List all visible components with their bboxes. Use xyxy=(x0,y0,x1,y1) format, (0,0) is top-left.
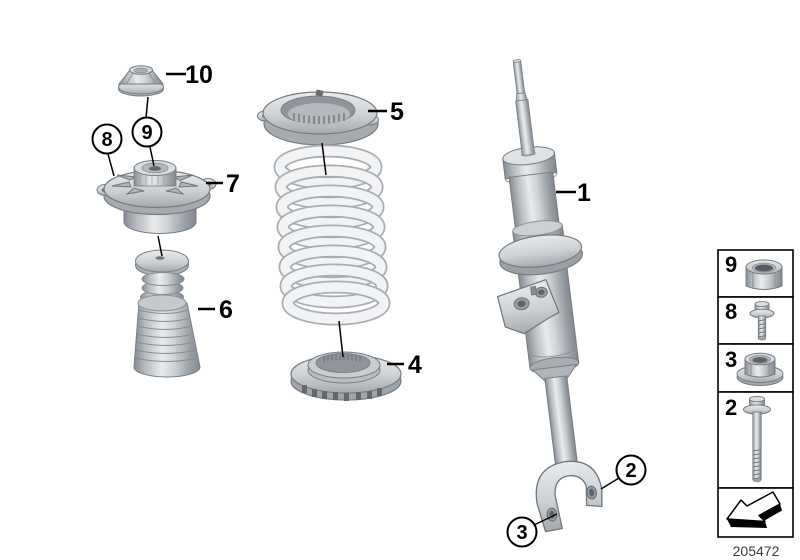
legend-item-3[interactable]: 3 xyxy=(717,343,794,393)
shock-absorber-strut xyxy=(496,59,603,533)
piston-rod xyxy=(512,59,536,157)
callout-9[interactable]: 9 xyxy=(131,116,163,148)
svg-text:9: 9 xyxy=(141,122,152,144)
label-dashes xyxy=(166,72,576,366)
cap-nut xyxy=(117,65,165,97)
legend-item-9[interactable]: 9 xyxy=(717,249,794,298)
mounting-bracket xyxy=(496,279,560,335)
strut-cap xyxy=(502,146,558,185)
svg-text:3: 3 xyxy=(725,347,737,372)
callout-6[interactable]: 6 xyxy=(219,296,233,324)
svg-text:8: 8 xyxy=(101,129,112,151)
callout-1[interactable]: 1 xyxy=(577,179,591,207)
callout-4[interactable]: 4 xyxy=(408,351,422,379)
pad-castellation xyxy=(302,385,382,401)
thread-lines xyxy=(752,449,762,480)
direction-arrow-icon xyxy=(726,491,782,528)
svg-text:2: 2 xyxy=(725,395,737,420)
callout-2[interactable]: 2 xyxy=(615,454,647,486)
strut-lower-tube xyxy=(532,364,578,467)
upper-spring-seat xyxy=(257,89,379,146)
callout-3[interactable]: 3 xyxy=(506,516,538,548)
lock-nut-icon xyxy=(745,259,783,290)
svg-text:8: 8 xyxy=(725,299,737,324)
thread-lines xyxy=(758,319,766,338)
lower-spring-pad xyxy=(290,351,402,401)
boot-ribs xyxy=(134,309,199,363)
svg-text:9: 9 xyxy=(725,252,737,277)
coil-spring xyxy=(273,144,391,326)
callout-8[interactable]: 8 xyxy=(91,123,123,155)
svg-text:2: 2 xyxy=(625,460,636,482)
callout-5[interactable]: 5 xyxy=(390,98,404,126)
doc-number: 205472 xyxy=(733,543,780,559)
legend-item-2[interactable]: 2 xyxy=(717,391,794,489)
spring-perch-flange xyxy=(498,234,583,276)
callout-10[interactable]: 10 xyxy=(185,61,213,89)
support-bearing xyxy=(96,160,217,234)
seat-ratchet-teeth xyxy=(293,113,345,124)
dust-boot xyxy=(133,249,201,378)
legend-item-8[interactable]: 8 xyxy=(717,296,794,345)
pad-knurl xyxy=(323,353,361,362)
flange-bolt-short-icon xyxy=(749,300,775,341)
flange-bolt-long-icon xyxy=(743,395,771,483)
legend-item-arrow[interactable] xyxy=(717,487,794,538)
callout-lines xyxy=(107,96,620,526)
fastener-legend: 9 8 xyxy=(717,249,794,559)
flange-nut-icon xyxy=(736,352,784,386)
callout-7[interactable]: 7 xyxy=(226,170,240,198)
svg-text:3: 3 xyxy=(516,522,527,544)
strut-fork xyxy=(535,460,603,533)
